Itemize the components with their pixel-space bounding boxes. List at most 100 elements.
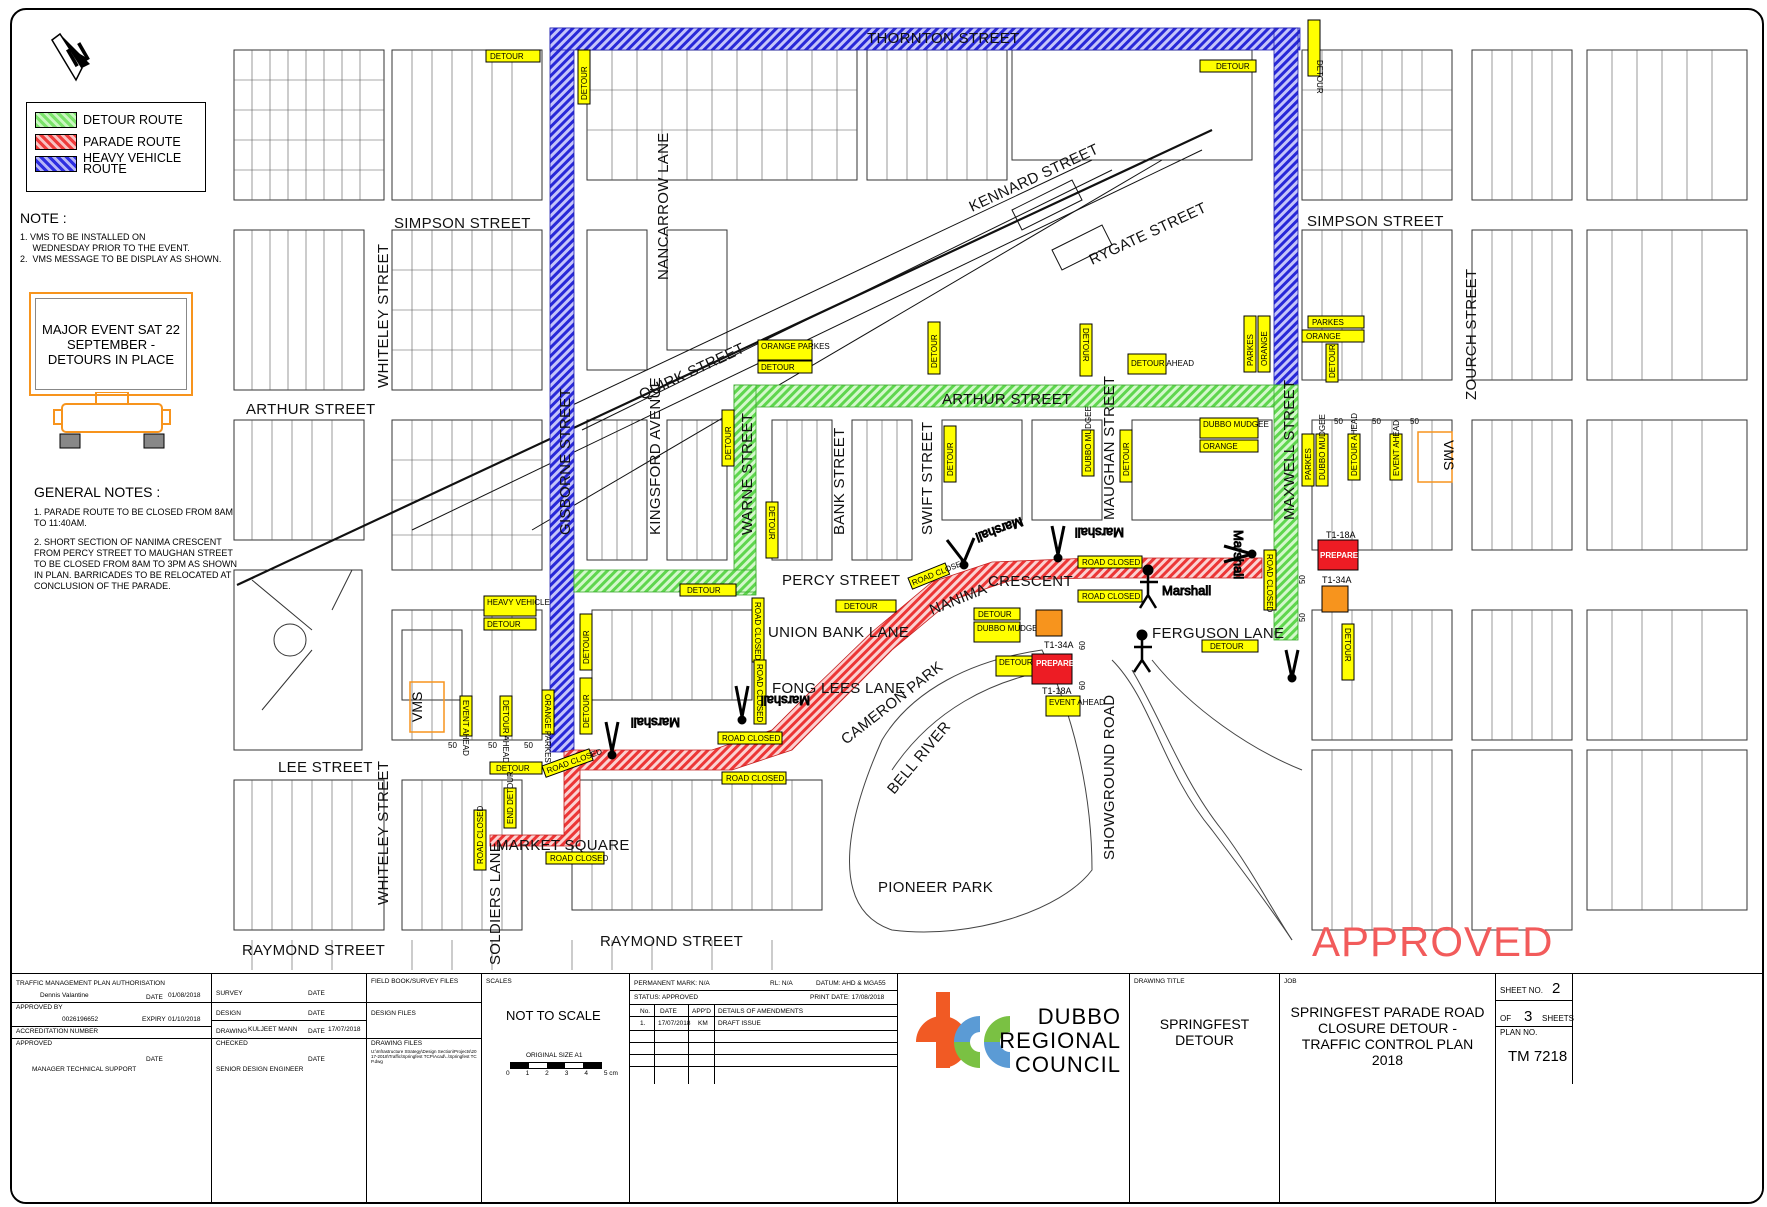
parkes-sign: PARKES (1301, 433, 1315, 487)
note-item: 1. VMS TO BE INSTALLED ON (20, 232, 146, 242)
svg-text:DETOUR: DETOUR (1315, 60, 1324, 94)
speed-sign-50: 50 (1410, 417, 1419, 426)
traffic-controller-sign-t1-34a (1035, 609, 1063, 637)
note-item: 2. VMS MESSAGE TO BE DISPLAY AS SHOWN. (20, 254, 222, 264)
speed-sign-50: 50 (1298, 613, 1307, 622)
vms-message-board: MAJOR EVENT SAT 22 SEPTEMBER - DETOURS I… (29, 292, 193, 396)
note-list: 1. VMS TO BE INSTALLED ON WEDNESDAY PRIO… (20, 232, 260, 265)
traffic-signs: DETOUR DETOUR DETOUR DETOUR ORANGE PARKE… (409, 19, 1457, 871)
label-union-bank-lane: UNION BANK LANE (768, 624, 909, 641)
orange-sign: ORANGE (1199, 439, 1259, 453)
city-blocks (233, 49, 1748, 931)
svg-text:PREPARE TO STOP: PREPARE TO STOP (1320, 551, 1396, 560)
marshal-label: Marshall (974, 514, 1025, 545)
svg-text:ROAD CLOSED: ROAD CLOSED (755, 664, 764, 722)
general-notes-list: 1. PARADE ROUTE TO BE CLOSED FROM 8AM TO… (34, 507, 244, 600)
svg-text:DETOUR: DETOUR (496, 764, 530, 773)
detour-sign: DETOUR (485, 49, 541, 63)
prepare-to-stop-sign: PREPARE TO STOP (1031, 653, 1112, 685)
general-notes-title: GENERAL NOTES : (34, 484, 161, 500)
svg-text:ROAD CLOSED: ROAD CLOSED (1265, 554, 1274, 612)
dubbo-mudgee-sign: DUBBO MUDGEE (1081, 406, 1095, 477)
marshal-figure (1050, 525, 1066, 563)
approved-stamp: APPROVED (1312, 918, 1554, 965)
t1-34a-label: T1-34A (1044, 640, 1074, 650)
label-nancarrow-lane: NANCARROW LANE (655, 132, 672, 280)
svg-text:DETOUR: DETOUR (487, 620, 521, 629)
general-note-item: 2. SHORT SECTION OF NANIMA CRESCENT FROM… (34, 537, 238, 591)
detour-sign: DETOUR (579, 613, 593, 671)
svg-text:EVENT AHEAD: EVENT AHEAD (1049, 698, 1105, 707)
road-closed-sign: ROAD CLOSED (721, 771, 787, 785)
marshal-figure (945, 537, 976, 570)
job-cell: JOB SPRINGFEST PARADE ROAD CLOSURE DETOU… (1280, 974, 1496, 1202)
svg-text:ROAD CLOSED: ROAD CLOSED (726, 774, 784, 783)
title-block: TRAFFIC MANAGEMENT PLAN AUTHORISATION De… (12, 973, 1762, 1202)
dubbo-mudgee-sign: DUBBO MUDGEE (1315, 414, 1329, 487)
svg-text:ORANGE: ORANGE (1203, 442, 1238, 451)
svg-text:DETOUR: DETOUR (1081, 328, 1090, 362)
note-title: NOTE : (20, 210, 67, 226)
parkes-sign: PARKES (1243, 315, 1257, 373)
label-simpson-street-west: SIMPSON STREET (394, 215, 531, 232)
svg-text:ROAD CLOSED: ROAD CLOSED (1082, 592, 1140, 601)
svg-text:DETOUR: DETOUR (490, 52, 524, 61)
detour-sign: DETOUR (973, 607, 1021, 621)
label-zourch-street: ZOURCH STREET (1463, 269, 1480, 400)
vms-message: MAJOR EVENT SAT 22 SEPTEMBER - DETOURS I… (35, 298, 187, 390)
label-showground-road: SHOWGROUND ROAD (1101, 695, 1118, 860)
detour-sign: DETOUR (679, 583, 737, 597)
orange-parkes-sign: ORANGE PARKES (541, 689, 555, 763)
files-cell: FIELD BOOK/SURVEY FILES DESIGN FILES DRA… (367, 974, 482, 1202)
label-raymond-street-east: RAYMOND STREET (600, 933, 743, 950)
svg-text:PARKES: PARKES (1304, 448, 1313, 480)
svg-text:ROAD CLOSED: ROAD CLOSED (722, 734, 780, 743)
parade-route-swatch (35, 134, 77, 150)
label-whiteley-street-south: WHITELEY STREET (375, 761, 392, 905)
road-closed-sign: ROAD CLOSED (751, 597, 765, 663)
svg-text:DETOUR: DETOUR (844, 602, 878, 611)
legend-item-parade: PARADE ROUTE (35, 131, 205, 153)
vms-label-east: VMS (1441, 440, 1457, 470)
heavy-vehicle-route-swatch (35, 156, 77, 172)
prepare-to-stop-sign: PREPARE TO STOP (1317, 539, 1396, 571)
speed-sign-60: 60 (1078, 641, 1087, 650)
label-simpson-street-east: SIMPSON STREET (1307, 213, 1444, 230)
vms-trailer-icon (53, 392, 171, 449)
svg-text:DETOUR: DETOUR (580, 66, 589, 100)
detour-sign: DETOUR (721, 409, 735, 467)
svg-text:HEAVY VEHICLE: HEAVY VEHICLE (487, 598, 550, 607)
t1-18a-label: T1-18A (1326, 530, 1356, 540)
street-map: THORNTON STREET SIMPSON STREET SIMPSON S… (51, 19, 1748, 970)
svg-text:ROAD CLOSED: ROAD CLOSED (753, 602, 762, 660)
event-ahead-sign: EVENT AHEAD (459, 695, 473, 756)
property-lot-lines (234, 50, 1713, 970)
status-cell: PERMANENT MARK: N/A RL: N/A DATUM: AHD &… (630, 974, 898, 1202)
label-lee-street: LEE STREET (278, 759, 373, 776)
road-closed-sign: ROAD CLOSED (1077, 589, 1143, 603)
scale-bar (510, 1062, 602, 1069)
detour-ahead-sign: DETOUR AHEAD (995, 655, 1062, 677)
orange-sign: ORANGE (1301, 329, 1365, 343)
speed-sign-50: 50 (488, 741, 497, 750)
label-bank-street: BANK STREET (831, 428, 848, 536)
legend-item-heavy-vehicle: HEAVY VEHICLE ROUTE (35, 152, 205, 175)
marshal-label: Marshall (1162, 583, 1211, 598)
svg-text:ORANGE: ORANGE (1306, 332, 1341, 341)
marshal-label: Marshall (761, 693, 810, 708)
detour-route-swatch (35, 112, 77, 128)
dubbo-mudgee-sign: DUBBO MUDGEE (973, 621, 1043, 643)
speed-sign-50: 50 (524, 741, 533, 750)
label-warne-street: WARNE STREET (739, 413, 756, 535)
orange-sign: ORANGE (1257, 315, 1271, 373)
svg-text:DETOUR: DETOUR (1122, 442, 1131, 476)
detour-sign: DETOUR (1325, 343, 1339, 383)
label-kingsford-avenue: KINGSFORD AVENUE (647, 377, 664, 535)
label-ferguson-lane: FERGUSON LANE (1152, 625, 1284, 642)
label-pioneer-park: PIONEER PARK (878, 879, 993, 896)
vms-label-west: VMS (409, 692, 425, 722)
park-and-river (849, 649, 1303, 941)
svg-text:DUBBO MUDGEE: DUBBO MUDGEE (1203, 420, 1269, 429)
svg-text:END DETOUR: END DETOUR (506, 771, 515, 824)
svg-text:DETOUR: DETOUR (582, 630, 591, 664)
